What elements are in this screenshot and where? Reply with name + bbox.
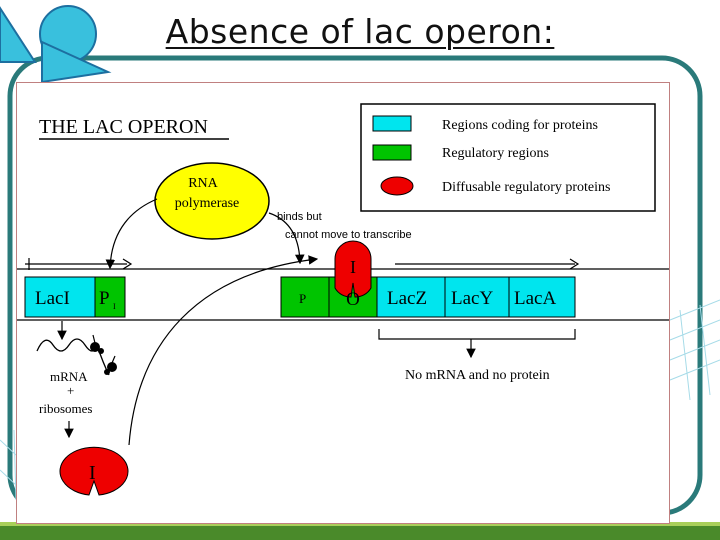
ribosome-icon <box>98 348 104 354</box>
gene-lacz: LacZ <box>377 277 445 317</box>
no-product-bracket <box>379 329 575 339</box>
mrna-wave <box>37 339 97 351</box>
legend-regulatory-label: Regulatory regions <box>442 146 549 161</box>
promoter-pi-subscript: I <box>113 302 116 311</box>
lac-operon-figure: THE LAC OPERON Regions coding for protei… <box>16 82 670 524</box>
promoter-pi: P I <box>95 277 125 317</box>
promoter-pi-label: P <box>99 288 110 309</box>
pathway-mrna-label: mRNA <box>50 369 88 384</box>
legend-coding-swatch <box>373 116 411 131</box>
pathway-ribosomes-label: ribosomes <box>39 401 92 416</box>
legend-diffusable-swatch <box>381 177 413 195</box>
repressor-free: I <box>60 447 128 495</box>
figure-heading: THE LAC OPERON <box>39 116 208 138</box>
rna-polymerase: RNA polymerase <box>155 163 269 239</box>
operator-o-label: O <box>346 289 360 310</box>
gene-laci-label: LacI <box>35 288 70 309</box>
repressor-free-label: I <box>89 462 96 484</box>
promoter-p-label: P <box>299 291 306 306</box>
ribosome-icon <box>104 369 110 375</box>
gene-laci: LacI <box>25 277 95 317</box>
pathway-plus-label: + <box>67 383 74 398</box>
gene-lacy-label: LacY <box>451 288 493 309</box>
legend-regulatory-swatch <box>373 145 411 160</box>
no-product-label: No mRNA and no protein <box>405 368 550 383</box>
gene-lacy: LacY <box>445 277 509 317</box>
legend-diffusable-label: Diffusable regulatory proteins <box>442 180 610 195</box>
gene-laca-label: LacA <box>514 288 556 309</box>
slide-title: Absence of lac operon: <box>0 12 720 51</box>
promoter-p: P <box>281 277 329 317</box>
polymerase-to-pi-arrow <box>110 199 157 268</box>
lac-operon-diagram: THE LAC OPERON Regions coding for protei… <box>17 83 669 523</box>
gene-lacz-label: LacZ <box>387 288 427 309</box>
gene-laca: LacA <box>509 277 575 317</box>
rna-polymerase-label-1: RNA <box>188 176 218 191</box>
annotation-line-2: cannot move to transcribe <box>285 229 412 241</box>
legend: Regions coding for proteins Regulatory r… <box>361 104 655 211</box>
rna-polymerase-label-2: polymerase <box>175 196 240 211</box>
legend-coding-label: Regions coding for proteins <box>442 118 598 133</box>
repressor-bound-label: I <box>350 257 356 277</box>
ribosome-icons <box>90 335 117 375</box>
